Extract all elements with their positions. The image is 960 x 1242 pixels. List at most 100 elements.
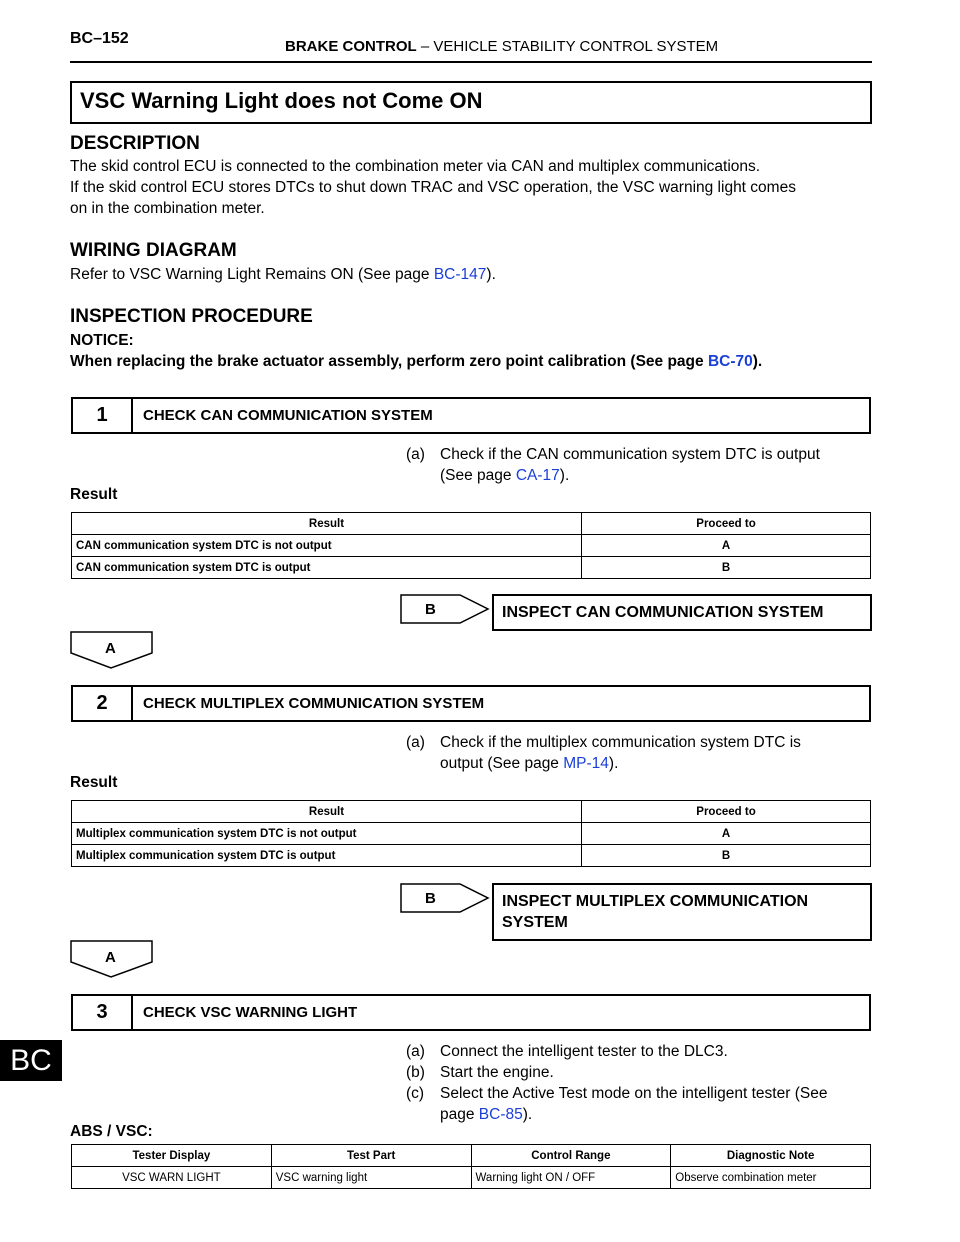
page-title-box: VSC Warning Light does not Come ON [70,81,872,124]
step-3-c-before: page [440,1106,479,1123]
table-cell: CAN communication system DTC is output [71,556,582,579]
step-2-instruction-line-2: output (See page MP-14). [440,753,871,774]
table-header-cell: Proceed to [581,512,871,535]
step-2-inspect-line-2: SYSTEM [502,914,568,931]
table-header-row: Tester Display Test Part Control Range D… [71,1144,871,1167]
table-cell: VSC warning light [270,1166,472,1189]
branch-a-arrow-icon: A [70,940,153,978]
section-title-rest: – VEHICLE STABILITY CONTROL SYSTEM [416,38,719,55]
table-cell: VSC WARN LIGHT [71,1166,272,1189]
table-cell: Multiplex communication system DTC is no… [71,822,582,845]
table-header-cell: Test Part [270,1144,472,1167]
wiring-link[interactable]: BC-147 [433,266,487,283]
step-2-instruction-line-1: Check if the multiplex communication sys… [440,734,801,751]
step-3-tag-a: (a) [406,1043,425,1060]
step-2-number: 2 [73,687,133,720]
notice-label: NOTICE: [70,332,134,349]
description-line-3: on in the combination meter. [70,200,265,217]
step-1-title: CHECK CAN COMMUNICATION SYSTEM [143,407,433,424]
table-cell: A [581,534,871,557]
notice-text-before: When replacing the brake actuator assemb… [70,353,708,370]
step-1-line2-after: ). [559,467,570,484]
table-header-cell: Diagnostic Note [670,1144,871,1167]
step-1-instruction-line-2: (See page CA-17). [440,465,871,486]
step-1-line2-before: (See page [440,467,516,484]
step-3-instruction-a: (a) Connect the intelligent tester to th… [406,1041,871,1062]
table-row: Multiplex communication system DTC is no… [71,822,871,845]
section-title-bold: BRAKE CONTROL [285,38,417,55]
table-cell: Multiplex communication system DTC is ou… [71,844,582,867]
step-2-inspect-line-1: INSPECT MULTIPLEX COMMUNICATION [502,893,809,910]
table-header-cell: Result [71,512,582,535]
step-3-text-c-line-2: page BC-85). [440,1104,871,1125]
table-header-cell: Tester Display [71,1144,272,1167]
step-1-result-label: Result [70,486,118,503]
branch-a-label: A [105,640,116,657]
step-2-instruction: (a) Check if the multiplex communication… [406,732,871,774]
table-header-cell: Control Range [470,1144,672,1167]
branch-a-label: A [105,949,116,966]
table-row: CAN communication system DTC is output B [71,556,871,579]
notice-text: When replacing the brake actuator assemb… [70,351,860,372]
step-2-line2-after: ). [608,755,619,772]
step-3-instruction-b: (b) Start the engine. [406,1062,871,1083]
table-header-cell: Result [71,800,582,823]
table-row: CAN communication system DTC is not outp… [71,534,871,557]
page-number: BC–152 [70,30,129,47]
step-3-link[interactable]: BC-85 [478,1106,523,1123]
branch-b-label: B [425,601,436,618]
table-row: Multiplex communication system DTC is ou… [71,844,871,867]
step-1-instruction-tag: (a) [406,446,425,463]
table-header-row: Result Proceed to [71,800,871,823]
branch-b-arrow-icon: B [400,594,490,624]
step-3-title: CHECK VSC WARNING LIGHT [143,1004,358,1021]
step-3-text-c-line-1: Select the Active Test mode on the intel… [440,1085,828,1102]
wiring-text-before: Refer to VSC Warning Light Remains ON (S… [70,266,434,283]
table-row: VSC WARN LIGHT VSC warning light Warning… [71,1166,871,1189]
step-1-inspect-text: INSPECT CAN COMMUNICATION SYSTEM [502,604,824,621]
step-1-header: 1 CHECK CAN COMMUNICATION SYSTEM [71,397,871,434]
step-1-link[interactable]: CA-17 [515,467,560,484]
step-1-instruction: (a) Check if the CAN communication syste… [406,444,871,486]
step-2-line2-before: output (See page [440,755,564,772]
step-2-inspect-box: INSPECT MULTIPLEX COMMUNICATION SYSTEM [492,883,872,941]
table-cell: B [581,556,871,579]
step-3-c-after: ). [522,1106,533,1123]
page-title: VSC Warning Light does not Come ON [80,88,483,113]
description-line-1: The skid control ECU is connected to the… [70,158,761,175]
step-3-tag-c: (c) [406,1085,425,1102]
step-1-inspect-box: INSPECT CAN COMMUNICATION SYSTEM [492,594,872,631]
inspection-heading: INSPECTION PROCEDURE [70,306,313,327]
description-text: The skid control ECU is connected to the… [70,156,860,219]
notice-text-after: ). [752,353,763,370]
notice-link[interactable]: BC-70 [707,353,753,370]
table-header-row: Result Proceed to [71,512,871,535]
branch-b-label: B [425,890,436,907]
table-cell: Warning light ON / OFF [470,1166,672,1189]
wiring-heading: WIRING DIAGRAM [70,240,237,261]
step-3-tag-b: (b) [406,1064,425,1081]
table-cell: A [581,822,871,845]
step-1-result-table: Result Proceed to CAN communication syst… [71,512,871,579]
step-3-text-b: Start the engine. [440,1064,554,1081]
step-3-instruction-c: (c) Select the Active Test mode on the i… [406,1083,871,1125]
description-line-2: If the skid control ECU stores DTCs to s… [70,179,796,196]
table-cell: Observe combination meter [670,1166,871,1189]
step-3-header: 3 CHECK VSC WARNING LIGHT [71,994,871,1031]
step-3-number: 3 [73,996,133,1029]
section-side-tab: BC [0,1040,62,1081]
branch-a-arrow-icon: A [70,631,153,669]
abs-vsc-label: ABS / VSC: [70,1123,153,1140]
step-3-text-a: Connect the intelligent tester to the DL… [440,1043,728,1060]
header-rule [70,61,872,63]
step-2-result-label: Result [70,774,118,791]
step-2-result-table: Result Proceed to Multiplex communicatio… [71,800,871,867]
step-2-instruction-tag: (a) [406,734,425,751]
table-header-cell: Proceed to [581,800,871,823]
active-test-table: Tester Display Test Part Control Range D… [71,1144,871,1189]
branch-b-arrow-icon: B [400,883,490,913]
step-2-link[interactable]: MP-14 [563,755,609,772]
table-cell: B [581,844,871,867]
step-1-number: 1 [73,399,133,432]
step-2-header: 2 CHECK MULTIPLEX COMMUNICATION SYSTEM [71,685,871,722]
